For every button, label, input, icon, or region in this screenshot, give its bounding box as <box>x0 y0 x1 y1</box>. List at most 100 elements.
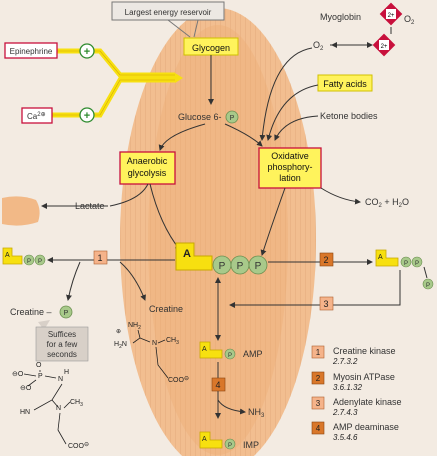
o2-top-label: O2 <box>404 14 415 26</box>
imp-molecule: A P <box>199 431 236 450</box>
legend-item-2: 2 Myosin ATPase 3.6.1.32 <box>311 371 395 392</box>
svg-text:1: 1 <box>316 348 321 357</box>
adp-left: A P P <box>2 247 46 266</box>
amp-molecule: A P <box>199 341 236 360</box>
enzyme-3-badge <box>319 296 334 311</box>
svg-text:H: H <box>64 369 69 376</box>
svg-text:4: 4 <box>215 380 220 390</box>
svg-text:P: P <box>404 261 408 267</box>
arrow-o2-oxphos <box>259 47 313 141</box>
top-label-box: Largest energy reservoir <box>111 1 225 38</box>
svg-text:+: + <box>84 110 90 122</box>
svg-text:4: 4 <box>316 424 321 433</box>
svg-text:P: P <box>415 261 419 267</box>
adp-right: A P P <box>375 249 423 268</box>
amp-label: AMP <box>243 349 263 359</box>
legend-item-4: 4 AMP deaminase 3.5.4.6 <box>311 421 399 442</box>
svg-text:Myosin ATPase: Myosin ATPase <box>333 372 395 382</box>
enzyme-2-badge <box>319 252 334 267</box>
svg-text:P: P <box>27 259 31 265</box>
imp-label: IMP <box>243 440 259 450</box>
oxphos-line2: phosphory- <box>267 162 312 172</box>
myoglobin-label: Myoglobin <box>320 12 361 22</box>
glycogen-label: Glycogen <box>192 43 230 53</box>
svg-text:A: A <box>202 436 207 443</box>
enzyme-legend: 1 Creatine kinase 2.7.3.2 2 Myosin ATPas… <box>311 345 402 442</box>
svg-text:3: 3 <box>323 299 328 309</box>
svg-text:3: 3 <box>316 399 321 408</box>
creatine-center-label: Creatine <box>149 304 183 314</box>
svg-text:2+: 2+ <box>381 44 388 50</box>
heme-fe3-icon: 2+ <box>372 33 396 57</box>
atp-central: A P P P <box>175 242 268 275</box>
arrow-nh3 <box>217 399 246 415</box>
svg-text:for a few: for a few <box>47 340 78 349</box>
svg-text:CH3: CH3 <box>70 399 83 408</box>
svg-text:P: P <box>228 353 232 359</box>
creatine-phosphate-structure: ⊖O P O ⊖O N H HN N CH3 COO⊖ <box>12 362 89 450</box>
anaerobic-line2: glycolysis <box>128 168 167 178</box>
svg-text:Suffices: Suffices <box>48 330 76 339</box>
svg-text:2: 2 <box>316 374 321 383</box>
legend-item-1: 1 Creatine kinase 2.7.3.2 <box>311 345 396 366</box>
pi-right: P <box>422 266 434 290</box>
svg-text:A: A <box>5 252 10 259</box>
svg-text:2.7.3.2: 2.7.3.2 <box>332 357 358 366</box>
svg-text:P: P <box>237 261 244 272</box>
creatine-phosphate-icon: P <box>59 305 73 319</box>
svg-text:1: 1 <box>97 253 102 263</box>
svg-text:P: P <box>230 115 235 122</box>
nh3-label: NH3 <box>248 407 265 419</box>
svg-text:H2N: H2N <box>114 341 127 350</box>
o2-left-label: O2 <box>313 40 324 52</box>
arrow-ketone-bodies <box>274 115 319 141</box>
svg-text:⊖O: ⊖O <box>20 385 32 392</box>
svg-text:+: + <box>84 46 90 58</box>
oxphos-line1: Oxidative <box>271 151 309 161</box>
oxphos-line3: lation <box>279 173 301 183</box>
arrow-to-anaerobic <box>158 123 206 151</box>
fatty-acids-box <box>317 74 373 92</box>
enzyme-1-badge <box>93 250 108 265</box>
arrow-to-creatine <box>119 261 146 301</box>
svg-text:2+: 2+ <box>388 13 395 19</box>
arrow-co2 <box>320 187 361 205</box>
arrow-adenylate-kinase <box>229 270 401 308</box>
co2-h2o-label: CO2 + H2O <box>365 197 409 209</box>
svg-text:AMP deaminase: AMP deaminase <box>333 422 399 432</box>
svg-text:N: N <box>152 340 157 347</box>
creatine-phosphate-label: Creatine – <box>10 307 52 317</box>
svg-text:P: P <box>64 310 69 317</box>
arrow-fatty-acids <box>266 84 319 141</box>
epinephrine-plus-icon: + <box>79 43 95 59</box>
enzyme-4-badge <box>211 377 226 392</box>
svg-text:Creatine kinase: Creatine kinase <box>333 346 396 356</box>
legend-item-3: 3 Adenylate kinase 2.7.4.3 <box>311 396 402 417</box>
svg-text:CH3: CH3 <box>166 337 179 346</box>
arrow-to-oxphos <box>224 123 263 147</box>
ketone-bodies-label: Ketone bodies <box>320 111 378 121</box>
svg-text:⊕: ⊕ <box>116 329 121 335</box>
svg-text:seconds: seconds <box>47 350 77 359</box>
suffices-callout: Suffices for a few seconds <box>35 320 89 362</box>
fatty-acids-label: Fatty acids <box>323 79 367 89</box>
svg-text:A: A <box>378 254 383 261</box>
lactate-blob <box>2 196 40 226</box>
svg-text:O: O <box>36 362 42 369</box>
svg-text:3.5.4.6: 3.5.4.6 <box>333 433 358 442</box>
heme-fe2-icon: 2+ <box>379 2 403 26</box>
svg-text:HN: HN <box>20 409 30 416</box>
svg-text:2.7.4.3: 2.7.4.3 <box>332 408 358 417</box>
svg-text:3.6.1.32: 3.6.1.32 <box>333 383 362 392</box>
muscle-fiber-background <box>120 8 316 456</box>
svg-text:N: N <box>58 376 63 383</box>
glucose6p-phosphate-icon: P <box>225 110 239 124</box>
svg-text:N: N <box>56 405 61 412</box>
svg-text:P: P <box>255 261 262 272</box>
svg-text:P: P <box>38 259 42 265</box>
lactate-label: Lactate <box>75 201 105 211</box>
svg-text:⊖O: ⊖O <box>12 371 24 378</box>
svg-text:Adenylate kinase: Adenylate kinase <box>333 397 402 407</box>
